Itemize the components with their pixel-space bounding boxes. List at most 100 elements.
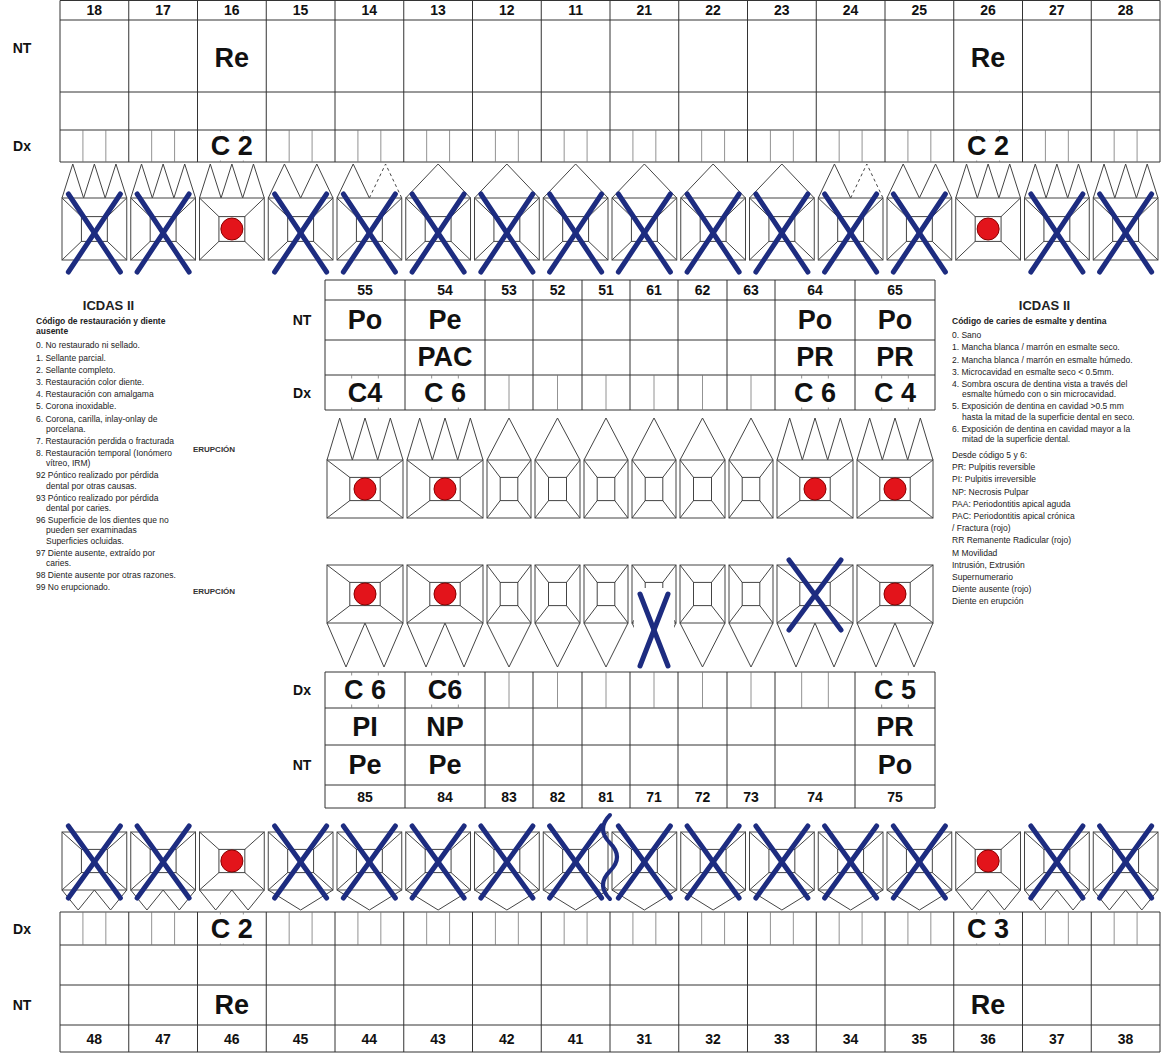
tooth-root <box>680 418 725 460</box>
missing-tooth-stroke <box>1100 826 1152 898</box>
grid-line <box>678 280 679 410</box>
tooth-number: 31 <box>635 1032 655 1046</box>
tooth-surface-line <box>535 606 549 623</box>
grid-line <box>197 912 198 1052</box>
tooth-outline <box>131 164 196 260</box>
tooth-root <box>956 890 988 910</box>
row-label: Dx <box>293 683 311 697</box>
tooth-surface-line <box>584 606 597 623</box>
grid-line <box>724 912 725 945</box>
grid-line <box>151 130 152 162</box>
tooth-surface-line <box>327 460 350 477</box>
legend-item: 8. Restauración temporal (Ionómero vítre… <box>36 448 181 468</box>
tooth-surface-line <box>327 606 350 623</box>
tooth-occlusal <box>430 477 460 500</box>
tooth-surface-line <box>680 565 694 582</box>
missing-tooth-mark <box>343 826 395 898</box>
caries-dot <box>434 478 456 500</box>
missing-tooth-stroke <box>687 194 739 272</box>
tooth-crown <box>680 460 725 518</box>
tooth-root <box>815 623 853 667</box>
tooth-number: 45 <box>291 1032 311 1046</box>
tooth-surface-line <box>200 832 219 849</box>
tooth-surface-line <box>663 501 676 518</box>
tooth-occlusal <box>500 582 518 605</box>
tooth-root <box>174 164 196 198</box>
legend-item: 97 Diente ausente, extraído por caries. <box>36 548 181 568</box>
grid-line <box>564 912 565 945</box>
chart-grid <box>325 672 935 808</box>
grid-line <box>793 130 794 162</box>
missing-tooth-stroke <box>343 826 395 898</box>
tooth-root <box>406 164 471 198</box>
grid-line <box>702 672 703 708</box>
row-label: NT <box>13 998 32 1012</box>
tooth-root <box>407 623 445 667</box>
tooth-surface-line <box>615 565 628 582</box>
tooth-outline <box>406 832 471 910</box>
grid-line <box>485 672 486 808</box>
tooth-root <box>475 164 540 198</box>
legend-item: 92 Póntico realizado por pérdida dental … <box>36 470 181 490</box>
tooth-number: 82 <box>548 790 568 804</box>
missing-tooth-mark <box>275 826 327 898</box>
missing-tooth-mark <box>1031 826 1083 898</box>
tooth-surface-line <box>245 241 264 260</box>
tooth-number: 48 <box>85 1032 105 1046</box>
grid-line <box>587 912 588 945</box>
missing-tooth-stroke <box>550 194 602 272</box>
tooth-root <box>680 623 725 667</box>
grid-line <box>105 130 106 162</box>
grid-line <box>655 912 656 945</box>
missing-tooth-stroke <box>275 826 327 898</box>
tooth-number: 16 <box>222 3 242 17</box>
row-label: NT <box>293 313 312 327</box>
grid-line <box>678 912 679 1052</box>
grid-line <box>403 1 404 163</box>
grid-line <box>935 672 936 808</box>
tooth-root <box>956 164 978 198</box>
diagnosis-code: C4 <box>346 379 385 408</box>
row-label: Dx <box>13 922 31 936</box>
missing-tooth-patch <box>634 588 674 670</box>
tooth-outline <box>857 565 933 667</box>
missing-tooth-stroke <box>343 194 395 272</box>
missing-tooth-stroke <box>825 194 877 272</box>
grid-line <box>1091 912 1092 1052</box>
grid-line <box>930 912 931 945</box>
tooth-surface-line <box>760 460 773 477</box>
tooth-number: 26 <box>978 3 998 17</box>
tooth-root <box>828 418 853 460</box>
tooth-outline <box>407 565 483 667</box>
tooth-number: 24 <box>841 3 861 17</box>
grid-line <box>630 672 631 808</box>
legend-item: 2. Sellante completo. <box>36 365 181 375</box>
grid-line <box>357 130 358 162</box>
tooth-surface-line <box>584 501 597 518</box>
tooth-root <box>1136 164 1158 198</box>
grid-line <box>727 280 728 410</box>
missing-tooth-mark <box>618 194 670 272</box>
legend-item: 99 No erupcionado. <box>36 582 181 592</box>
tooth-surface-line <box>632 460 645 477</box>
tooth-number: 61 <box>644 283 664 297</box>
legend-item: 5. Corona inoxidable. <box>36 401 181 411</box>
grid-line <box>1045 130 1046 162</box>
tooth-root <box>1115 164 1137 198</box>
grid-line <box>335 1 336 163</box>
grid-line <box>587 130 588 162</box>
tooth-root <box>729 623 773 667</box>
tooth-outline <box>750 832 815 910</box>
diagnosis-code: C 2 <box>209 915 255 944</box>
tooth-surface-line <box>584 460 597 477</box>
missing-tooth-stroke <box>68 194 120 272</box>
tooth-root <box>632 418 676 460</box>
missing-tooth-stroke <box>756 194 808 272</box>
grid-line <box>907 912 908 945</box>
missing-tooth-stroke <box>893 194 945 272</box>
grid-line <box>449 130 450 162</box>
grid-line <box>82 130 83 162</box>
missing-tooth-stroke <box>825 826 877 898</box>
legend-item: Diente en erupción <box>952 596 1137 606</box>
grid-line <box>472 1 473 163</box>
